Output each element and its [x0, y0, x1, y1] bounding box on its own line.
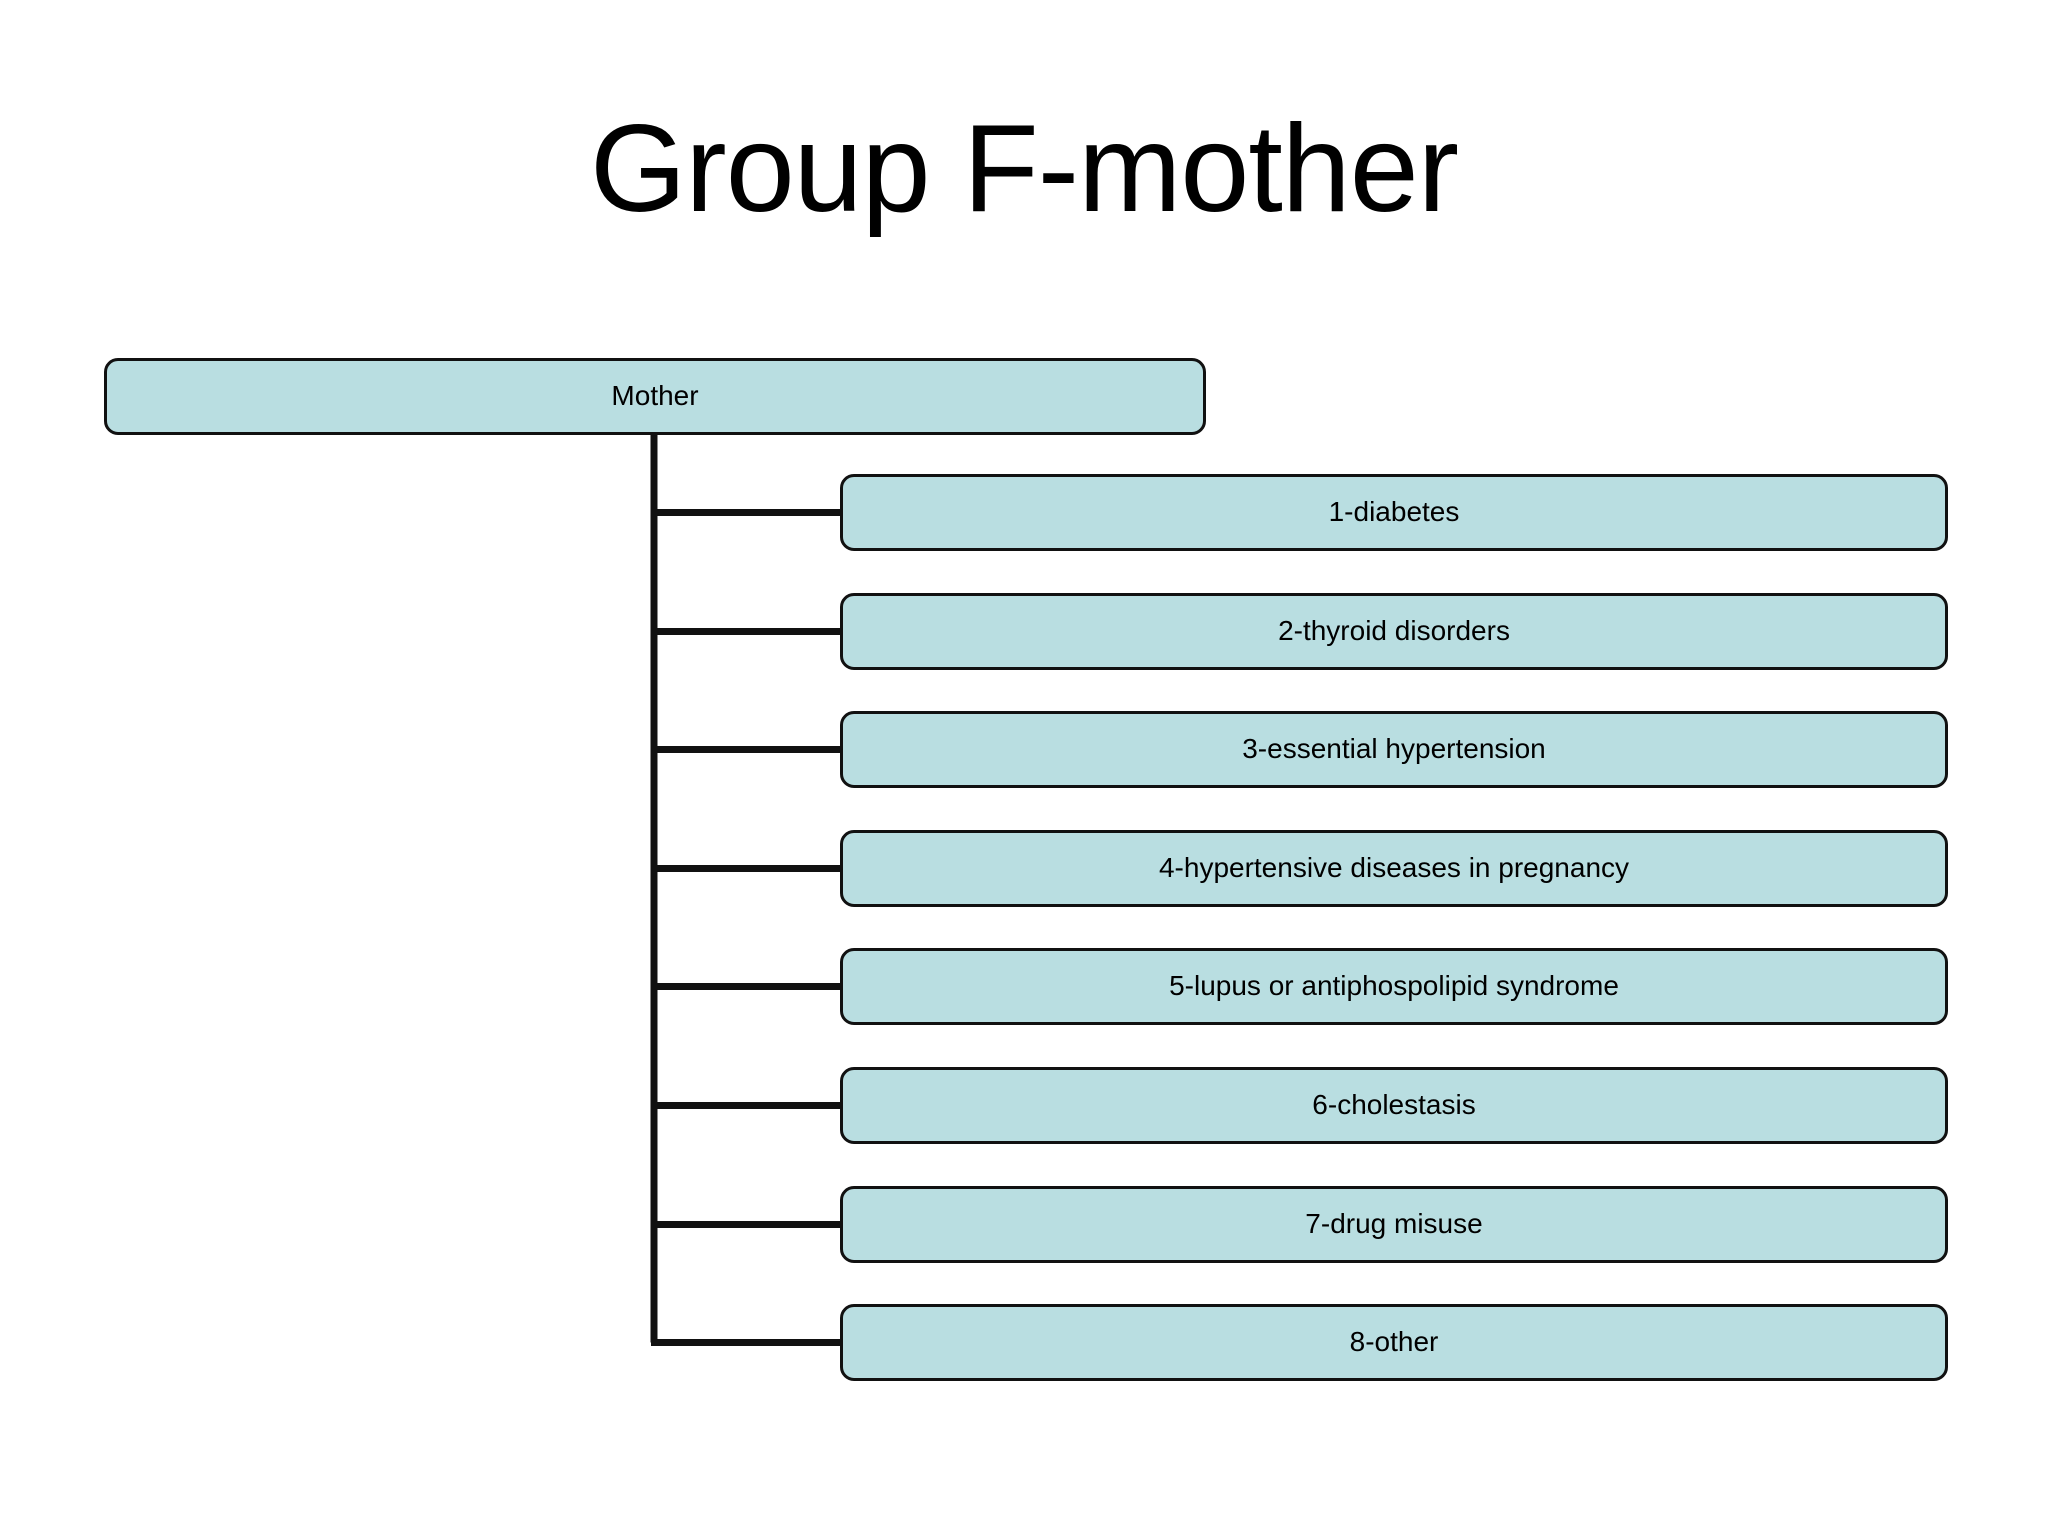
- page-title: Group F-mother: [589, 100, 1459, 238]
- node-child-1[interactable]: 1-diabetes: [840, 474, 1948, 551]
- node-child-1-label: 1-diabetes: [1328, 496, 1460, 528]
- node-child-6-label: 6-cholestasis: [1312, 1089, 1476, 1121]
- node-child-2-label: 2-thyroid disorders: [1278, 615, 1510, 647]
- node-child-8-label: 8-other: [1349, 1326, 1439, 1358]
- node-mother[interactable]: Mother: [104, 358, 1206, 435]
- node-child-4-label: 4-hypertensive diseases in pregnancy: [1158, 852, 1630, 884]
- node-child-5[interactable]: 5-lupus or antiphospolipid syndrome: [840, 948, 1948, 1025]
- node-child-5-label: 5-lupus or antiphospolipid syndrome: [1169, 970, 1619, 1002]
- node-child-2[interactable]: 2-thyroid disorders: [840, 593, 1948, 670]
- node-child-6[interactable]: 6-cholestasis: [840, 1067, 1948, 1144]
- node-child-8[interactable]: 8-other: [840, 1304, 1948, 1381]
- node-child-4[interactable]: 4-hypertensive diseases in pregnancy: [840, 830, 1948, 907]
- node-child-3-label: 3-essential hypertension: [1242, 733, 1546, 765]
- node-child-7[interactable]: 7-drug misuse: [840, 1186, 1948, 1263]
- node-mother-label: Mother: [611, 380, 699, 412]
- node-child-3[interactable]: 3-essential hypertension: [840, 711, 1948, 788]
- node-child-7-label: 7-drug misuse: [1305, 1208, 1483, 1240]
